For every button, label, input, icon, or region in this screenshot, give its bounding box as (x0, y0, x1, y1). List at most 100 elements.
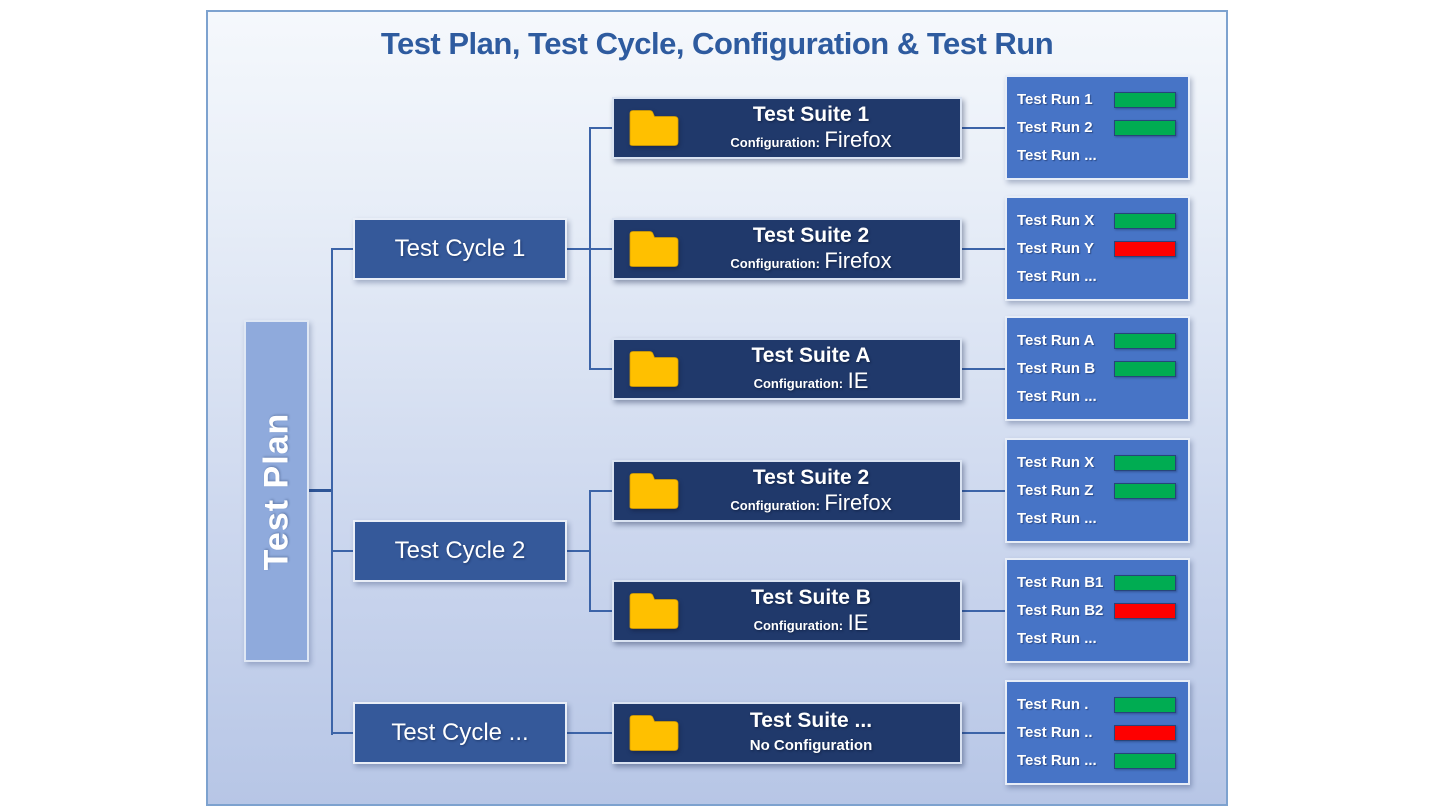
status-bar (1114, 332, 1176, 349)
connector-branch2-suite4 (589, 490, 613, 492)
test-suite-a-box: Test Suite A Configuration: IE (612, 338, 962, 400)
status-bar (1114, 454, 1176, 471)
config-value: IE (847, 367, 869, 393)
run-label: Test Run ... (1017, 388, 1097, 405)
diagram-canvas: Test Plan, Test Cycle, Configuration & T… (206, 10, 1228, 806)
suite-title: Test Suite 2 (752, 465, 870, 489)
run-row: Test Run 1 (1017, 90, 1176, 110)
test-suite-ellipsis-box: Test Suite ... No Configuration (612, 702, 962, 764)
connector-trunk-vertical (331, 248, 333, 735)
status-bar (1114, 119, 1176, 136)
connector-cycle2-branch (567, 550, 590, 552)
connector-suite1-runs (962, 127, 1005, 129)
run-row: Test Run Z (1017, 481, 1176, 501)
test-suite-2b-box: Test Suite 2 Configuration: Firefox (612, 460, 962, 522)
run-label: Test Run B1 (1017, 574, 1104, 591)
connector-cycle3-suite6 (567, 732, 613, 734)
folder-icon (629, 473, 679, 509)
run-label: Test Run Y (1017, 240, 1094, 257)
run-row: Test Run ... (1017, 267, 1176, 287)
folder-icon (629, 715, 679, 751)
folder-icon (629, 593, 679, 629)
run-group-6: Test Run . Test Run .. Test Run ... (1005, 680, 1190, 785)
run-group-5: Test Run B1 Test Run B2 Test Run ... (1005, 558, 1190, 663)
suite-title: Test Suite 1 (752, 102, 870, 126)
run-group-1: Test Run 1 Test Run 2 Test Run ... (1005, 75, 1190, 180)
run-label: Test Run 1 (1017, 91, 1093, 108)
test-cycle-ellipsis-label: Test Cycle ... (391, 719, 529, 746)
page-title: Test Plan, Test Cycle, Configuration & T… (380, 26, 1054, 61)
folder-icon (629, 110, 679, 146)
run-row: Test Run X (1017, 211, 1176, 231)
run-row: Test Run B2 (1017, 601, 1176, 621)
run-group-2: Test Run X Test Run Y Test Run ... (1005, 196, 1190, 301)
config-label: Configuration: (730, 497, 820, 513)
run-row: Test Run ... (1017, 751, 1176, 771)
config-label: Configuration: (730, 134, 820, 150)
suite-title: Test Suite B (751, 585, 871, 609)
connector-trunk-cycle2 (331, 550, 354, 552)
connector-branch2-vertical (589, 490, 591, 612)
run-row: Test Run X (1017, 453, 1176, 473)
folder-icon (629, 351, 679, 387)
test-plan-label: Test Plan (257, 412, 296, 570)
run-label: Test Run X (1017, 454, 1095, 471)
test-suite-b-box: Test Suite B Configuration: IE (612, 580, 962, 642)
run-row: Test Run B1 (1017, 573, 1176, 593)
status-bar (1114, 696, 1176, 713)
status-bar (1114, 212, 1176, 229)
run-label: Test Run ... (1017, 510, 1097, 527)
run-row: Test Run ... (1017, 629, 1176, 649)
test-cycle-2-label: Test Cycle 2 (394, 537, 526, 564)
config-label: Configuration: (753, 617, 844, 633)
run-label: Test Run ... (1017, 752, 1097, 769)
status-bar (1114, 482, 1176, 499)
run-label: Test Run . (1017, 696, 1089, 713)
run-label: Test Run ... (1017, 268, 1097, 285)
run-row: Test Run B (1017, 359, 1176, 379)
connector-suite3-runs (962, 368, 1005, 370)
connector-suite4-runs (962, 490, 1005, 492)
connector-trunk-cycle3 (331, 732, 354, 734)
status-bar (1114, 574, 1176, 591)
connector-suite2-runs (962, 248, 1005, 250)
config-label: Configuration: (753, 375, 844, 391)
run-label: Test Run .. (1017, 724, 1093, 741)
run-row: Test Run A (1017, 331, 1176, 351)
status-bar (1114, 724, 1176, 741)
run-group-3: Test Run A Test Run B Test Run ... (1005, 316, 1190, 421)
status-bar (1114, 240, 1176, 257)
suite-title: Test Suite ... (749, 709, 873, 732)
run-row: Test Run . (1017, 695, 1176, 715)
run-label: Test Run B (1017, 360, 1096, 377)
run-label: Test Run ... (1017, 147, 1097, 164)
run-row: Test Run 2 (1017, 118, 1176, 138)
run-group-4: Test Run X Test Run Z Test Run ... (1005, 438, 1190, 543)
run-label: Test Run A (1017, 332, 1095, 349)
status-bar (1114, 91, 1176, 108)
test-cycle-2-box: Test Cycle 2 (353, 520, 567, 582)
run-row: Test Run ... (1017, 387, 1176, 407)
run-row: Test Run ... (1017, 146, 1176, 166)
run-label: Test Run B2 (1017, 602, 1104, 619)
config-value: Firefox (824, 247, 892, 273)
config-value: Firefox (824, 489, 892, 515)
connector-plan-trunk (309, 489, 332, 492)
run-label: Test Run ... (1017, 630, 1097, 647)
suite-title: Test Suite A (751, 343, 871, 367)
test-suite-1-box: Test Suite 1 Configuration: Firefox (612, 97, 962, 159)
connector-branch1-vertical (589, 127, 591, 370)
run-row: Test Run ... (1017, 509, 1176, 529)
run-row: Test Run Y (1017, 239, 1176, 259)
status-bar (1114, 360, 1176, 377)
status-bar (1114, 752, 1176, 769)
config-label: Configuration: (730, 255, 820, 271)
config-value: IE (847, 609, 869, 635)
config-value: Firefox (824, 126, 892, 152)
run-row: Test Run .. (1017, 723, 1176, 743)
connector-suite5-runs (962, 610, 1005, 612)
suite-title: Test Suite 2 (752, 223, 870, 247)
config-value: No Configuration (749, 737, 873, 754)
connector-suite6-runs (962, 732, 1005, 734)
run-label: Test Run 2 (1017, 119, 1093, 136)
